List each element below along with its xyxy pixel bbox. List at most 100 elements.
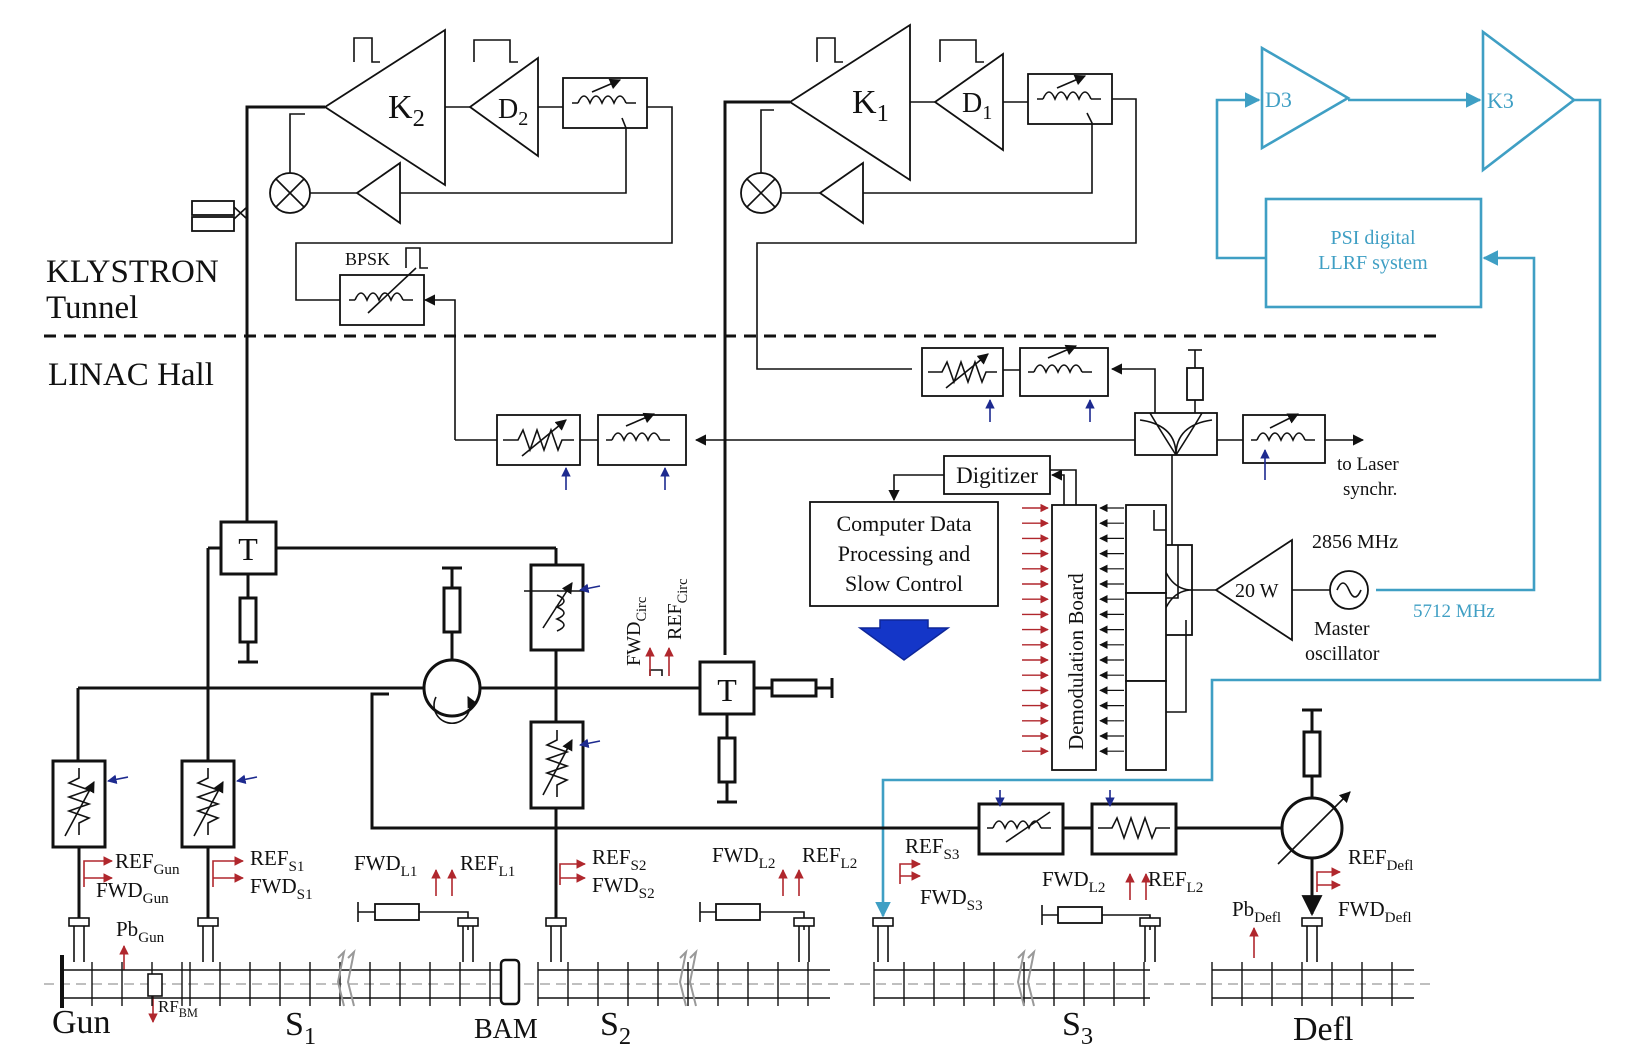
- klystron-k1-station: K1 D1: [723, 23, 1137, 655]
- accelerating-structure: [1212, 969, 1414, 999]
- klystron-k2-triangle: [323, 28, 446, 187]
- rf-coupler: [1301, 917, 1323, 927]
- rf-coupler: [1139, 917, 1161, 927]
- demod-channel-2: [1125, 592, 1167, 682]
- amplifier-20w: [1214, 538, 1293, 642]
- pb-gun-label: PbGun: [116, 917, 165, 946]
- bam-monitor: [499, 958, 521, 1006]
- llrf-k3-triangle: [1481, 29, 1577, 173]
- beamline: [44, 917, 1430, 1008]
- psi-llrf-section: D3 K3 PSI digital LLRF system 5712 MHz: [875, 29, 1602, 918]
- load-l2a: [715, 903, 761, 921]
- llrf-d3-label: D3: [1265, 87, 1292, 112]
- load-circulator: [442, 586, 462, 634]
- waveguide-window-bottom: [191, 216, 235, 232]
- rf-coupler: [793, 917, 815, 927]
- klystron-k1-triangle: [788, 23, 911, 182]
- oscillator-frequency: 2856 MHz: [1312, 531, 1398, 553]
- laser-label-2: synchr.: [1343, 479, 1397, 500]
- pb-defl-label: PbDefl: [1232, 897, 1281, 926]
- klystron-area-label: KLYSTRON: [46, 254, 219, 290]
- bpsk-label: BPSK: [345, 249, 390, 269]
- coupler-stem: [1306, 926, 1318, 962]
- data-acquisition: Digitizer Computer Data Processing and S…: [809, 455, 1187, 771]
- fwd-l2a-label: FWDL2: [712, 843, 775, 872]
- ref-s3-label: REFS3: [905, 834, 959, 863]
- ref-s1-label: REFS1: [250, 846, 304, 875]
- signal-labels: REFGun FWDGun REFS1 FWDS1 FWDL1 REFL1 RE…: [83, 834, 1413, 1023]
- coupler-stem: [550, 926, 562, 962]
- computer-line2: Processing and: [838, 541, 971, 566]
- ref-l1-label: REFL1: [460, 851, 515, 880]
- computer-box: [809, 501, 999, 607]
- coupler-stem: [877, 926, 889, 962]
- fwd-l1-label: FWDL1: [354, 851, 417, 880]
- load-defl: [1302, 730, 1322, 778]
- output-arrow: [857, 619, 951, 661]
- rf-bm-monitor: [147, 973, 163, 997]
- ref-l2a-label: REFL2: [802, 843, 857, 872]
- waveguide-window-top: [191, 200, 235, 216]
- load-tee-right: [770, 678, 818, 698]
- tee-right-label: T: [717, 672, 737, 708]
- fwd-s2-label: FWDS2: [592, 873, 655, 902]
- load-top: [1186, 367, 1204, 401]
- accelerating-structure: [874, 969, 1150, 999]
- demod-channel-1: [1125, 504, 1167, 594]
- fwd-circ-label: FWDCirc: [623, 597, 650, 666]
- coupler-stem: [73, 926, 85, 962]
- rf-bm-label: RFBM: [158, 997, 198, 1020]
- phase-shifter-laser: [1242, 414, 1326, 464]
- laser-label-1: to Laser: [1337, 454, 1399, 475]
- llrf-system-line1: PSI digital: [1330, 227, 1415, 249]
- rf-coupler: [457, 917, 479, 927]
- oscillator-label-2: oscillator: [1305, 643, 1380, 665]
- fwd-gun-label: FWDGun: [96, 878, 169, 907]
- tee-left-label: T: [238, 531, 258, 567]
- waveguide-network: T T: [51, 520, 1351, 918]
- llrf-frequency-label: 5712 MHz: [1413, 601, 1495, 622]
- linac-hall-label: LINAC Hall: [48, 357, 214, 393]
- section-break: [678, 948, 698, 1007]
- section-break: [1016, 948, 1036, 1007]
- rf-coupler: [68, 917, 90, 927]
- circulator-icon: [422, 658, 482, 718]
- accelerating-structure: [190, 969, 500, 999]
- bam-label: BAM: [474, 1014, 538, 1045]
- phase-shifter-defl: [977, 802, 1065, 856]
- amplifier-k2-feedback: [355, 161, 401, 225]
- s3-label: S3: [1062, 1006, 1093, 1050]
- attenuator-defl: [1090, 802, 1178, 856]
- load-l1: [374, 903, 420, 921]
- ref-defl-label: REFDefl: [1348, 845, 1413, 874]
- d2-label: D2: [498, 94, 528, 130]
- digitizer-label: Digitizer: [956, 463, 1038, 488]
- llrf-d3-triangle: [1260, 45, 1351, 151]
- k1-label: K1: [852, 84, 889, 127]
- ref-gun-label: REFGun: [115, 849, 180, 878]
- tee-right: [698, 660, 756, 716]
- rf-coupler: [545, 917, 567, 927]
- phase-shifter-deflector-icon: [1280, 796, 1344, 860]
- demod-channel-arrows: [1099, 503, 1124, 756]
- demod-channel-3: [1125, 680, 1167, 771]
- s2-label: S2: [600, 1006, 631, 1050]
- coupler-stem: [798, 926, 810, 962]
- accelerating-structure: [62, 969, 190, 999]
- llrf-system-box: [1264, 197, 1483, 309]
- klystron-k2-station: K2 D2 BPSK: [191, 28, 673, 522]
- fwd-s1-label: FWDS1: [250, 874, 313, 903]
- gun-label: Gun: [52, 1004, 111, 1041]
- defl-label: Defl: [1293, 1011, 1353, 1048]
- digitizer-box: [943, 455, 1051, 495]
- k2-label: K2: [388, 89, 425, 132]
- coupler-stem: [462, 926, 474, 962]
- fwd-defl-label: FWDDefl: [1338, 897, 1412, 926]
- computer-line1: Computer Data: [836, 511, 971, 536]
- demod-input-arrows-red: [1022, 503, 1049, 756]
- computer-line3: Slow Control: [845, 571, 963, 596]
- section-break: [336, 948, 356, 1007]
- llrf-k3-label: K3: [1487, 88, 1514, 113]
- demodulation-board: [1051, 504, 1097, 771]
